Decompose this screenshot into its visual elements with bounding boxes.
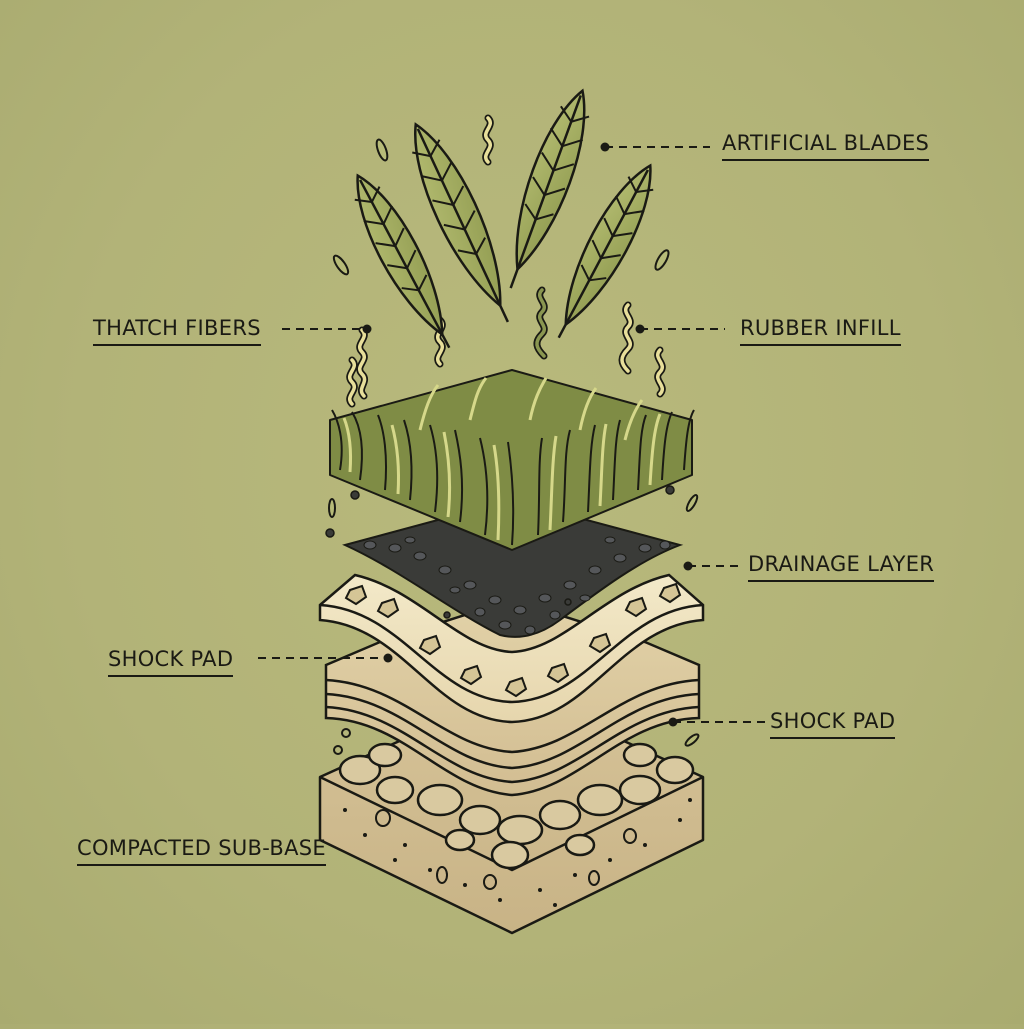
- floating-particles: [328, 138, 700, 755]
- label-drainage-layer: DRAINAGE LAYER: [748, 552, 935, 582]
- shock-pad-upper: [318, 573, 705, 724]
- grass-block: [329, 369, 695, 551]
- label-shock-pad-left: SHOCK PAD: [108, 647, 234, 677]
- label-shock-pad-right: SHOCK PAD: [770, 709, 896, 739]
- label-rubber-infill: RUBBER INFILL: [740, 316, 901, 346]
- label-artificial-blades: ARTIFICIAL BLADES: [722, 131, 930, 161]
- label-thatch-fibers: THATCH FIBERS: [93, 316, 261, 346]
- leader-lines: [258, 146, 765, 723]
- label-compacted-sub-base: COMPACTED SUB-BASE: [77, 836, 326, 866]
- artificial-blades: [354, 88, 654, 349]
- rubber-infill-layer: [325, 485, 684, 638]
